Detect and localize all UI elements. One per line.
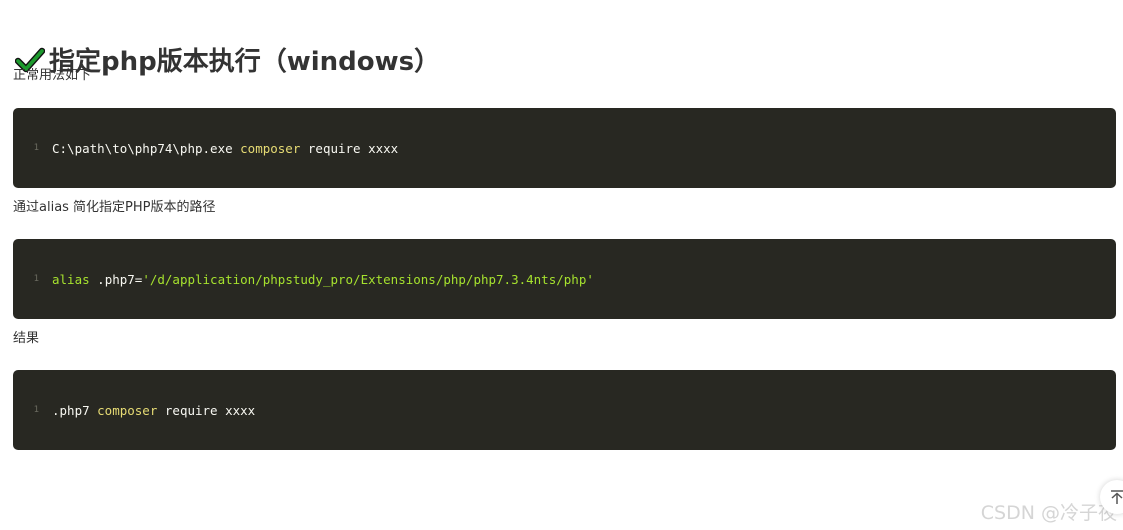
line-number: 1	[33, 405, 39, 415]
code-token: '/d/application/phpstudy_pro/Extensions/…	[142, 271, 594, 287]
code-token: .php7	[52, 402, 98, 418]
section-heading: 指定php版本执行（windows）	[15, 40, 440, 80]
code-line: 1 C:\path\to\php74\php.exe composer requ…	[13, 138, 399, 158]
back-to-top-icon	[1111, 490, 1123, 504]
code-token: C:\path\to\php74\php.exe	[52, 140, 241, 156]
code-token: composer	[97, 402, 158, 418]
code-token: require xxxx	[157, 402, 256, 418]
code-block-usage: 1 C:\path\to\php74\php.exe composer requ…	[13, 108, 1116, 188]
code-token: .php7=	[89, 271, 143, 287]
csdn-watermark: CSDN @冷子夜	[980, 502, 1117, 524]
paragraph-usage: 正常用法如下	[13, 68, 92, 83]
section-heading-text: 指定php版本执行（windows）	[49, 47, 441, 78]
code-block-alias: 1 alias .php7='/d/application/phpstudy_p…	[13, 239, 1116, 319]
paragraph-alias: 通过alias 简化指定PHP版本的路径	[13, 200, 216, 215]
line-number: 1	[33, 274, 39, 284]
code-line: 1 .php7 composer require xxxx	[13, 400, 256, 420]
code-block-result: 1 .php7 composer require xxxx	[13, 370, 1116, 450]
code-token: composer	[240, 140, 301, 156]
check-icon	[15, 47, 45, 72]
paragraph-result: 结果	[13, 331, 40, 346]
code-token: require xxxx	[300, 140, 399, 156]
back-to-top-button[interactable]	[1100, 480, 1123, 514]
code-line: 1 alias .php7='/d/application/phpstudy_p…	[13, 269, 594, 289]
code-token: alias	[52, 271, 90, 287]
line-number: 1	[33, 143, 39, 153]
